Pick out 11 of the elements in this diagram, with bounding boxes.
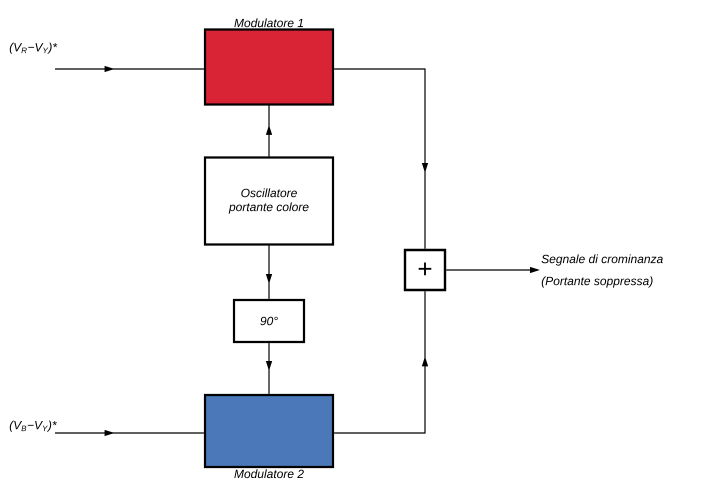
adder-box: + <box>404 248 446 292</box>
arrow <box>334 68 428 249</box>
modulator-box: Modulatore 2 <box>204 394 334 478</box>
input-label: (V$_{B}$−V$_{Y}$)* <box>10 420 57 432</box>
process-box: Oscillatore portante colore <box>204 156 334 246</box>
process-box: 90° <box>232 298 306 344</box>
input-label: (V$_{R}$−V$_{Y}$)* <box>10 42 58 54</box>
output-label: Segnale di crominanza (Portante soppressa) <box>542 254 663 288</box>
node-label: Modulatore 2 <box>234 469 304 478</box>
node-label: Modulatore 1 <box>234 18 303 28</box>
modulator-box: Modulatore 1 <box>204 18 334 106</box>
